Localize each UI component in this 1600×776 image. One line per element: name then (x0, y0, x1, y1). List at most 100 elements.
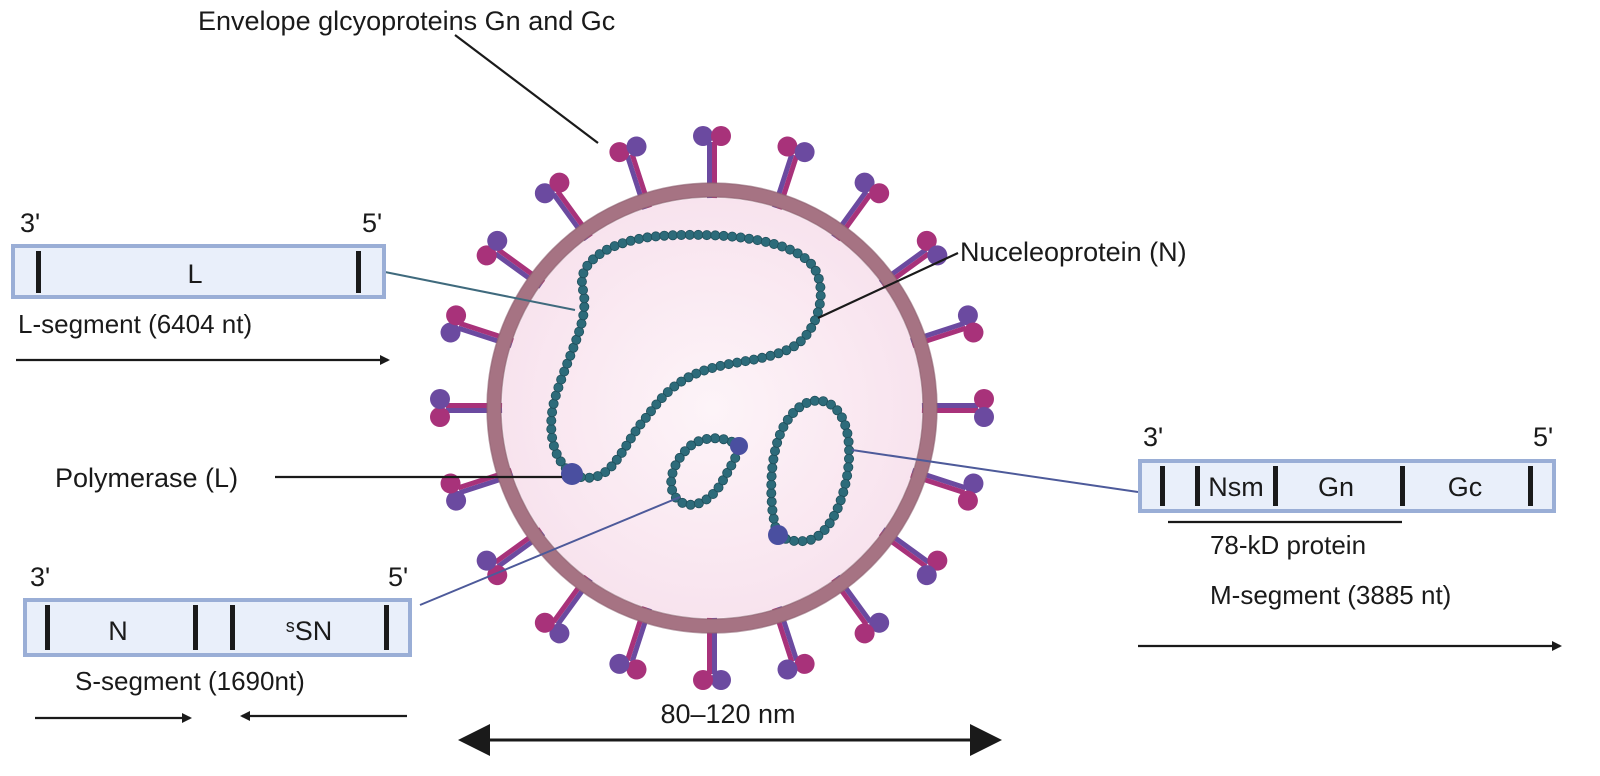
l-segment-box (11, 244, 386, 299)
spike-head (609, 142, 630, 163)
rnp-bead-s (710, 433, 721, 444)
glycoprotein-spike (430, 389, 504, 427)
rnp-bead-l (715, 360, 726, 371)
spike-head (430, 407, 450, 427)
spike-head (916, 565, 937, 586)
rnp-bead-l (815, 282, 826, 293)
size-scale: 80–120 nm (458, 699, 1002, 756)
rnp-bead-l (578, 310, 589, 321)
l-segment-mark-5prime (356, 251, 361, 293)
s-segment: 3' 5' N sSN S-segment (1690nt) (23, 562, 412, 723)
rnp-bead-m (840, 420, 851, 431)
rnp-bead-l (625, 235, 636, 246)
rnp-bead-l (799, 253, 810, 264)
spike-head (963, 322, 984, 343)
spike-head (440, 322, 461, 343)
rnp-bead-l (646, 406, 657, 417)
size-scale-right-head (970, 724, 1002, 756)
rnp-bead-m (788, 407, 799, 418)
spike-stalk-gc (920, 408, 978, 413)
nucleoprotein-leader-line (817, 252, 959, 319)
rnp-bead-l (667, 230, 678, 241)
rnp-bead-l (806, 322, 817, 333)
rnp-bead-s (708, 488, 719, 499)
spike-head (974, 389, 994, 409)
rnp-bead-l (592, 471, 603, 482)
m-segment-mark-4 (1400, 466, 1405, 506)
l-segment-mark-3prime (36, 251, 41, 293)
rnp-bead-l (801, 329, 812, 340)
rnp-bead-s (677, 497, 688, 508)
m-segment-box (1138, 459, 1556, 513)
spike-head (957, 490, 978, 511)
rnp-bead-l (606, 461, 617, 472)
rnp-bead-l (732, 357, 743, 368)
rnp-bead-m (840, 478, 851, 489)
rnp-bead-l (656, 393, 667, 404)
rnp-bead-l (588, 254, 599, 265)
rnp-bead-l (735, 232, 746, 243)
spike-head (609, 653, 630, 674)
m-segment-connector (851, 449, 1139, 493)
rnp-bead-l (727, 231, 738, 242)
rnp-bead-l (806, 258, 817, 269)
rnp-bead-l (547, 407, 558, 418)
rnp-bead-s (674, 452, 685, 463)
rnp-bead-l (676, 229, 687, 240)
s-segment-box (23, 598, 412, 657)
m-segment: 3' 5' Nsm Gn Gc 78-kD protein M-segment … (1138, 422, 1562, 651)
rnp-bead-l (546, 415, 557, 426)
rnp-bead-m (832, 405, 843, 416)
rnp-bead-m (809, 395, 820, 406)
polymerase-m-strand (768, 525, 788, 545)
spike-head (626, 659, 647, 680)
spike-head (869, 612, 890, 633)
rnp-bead-l (760, 236, 771, 247)
rnp-bead-l (765, 350, 776, 361)
rnp-bead-s (718, 434, 729, 445)
rnp-bead-m (826, 399, 837, 410)
rnp-bead-l (669, 381, 680, 392)
spike-head (534, 183, 555, 204)
m-segment-gn-label: Gn (1318, 472, 1354, 502)
spike-head (854, 623, 875, 644)
rnp-bead-l (723, 359, 734, 370)
spike-head (693, 670, 713, 690)
rnp-bead-l (640, 412, 651, 423)
rnp-bead-m (829, 510, 840, 521)
rnp-bead-m (766, 496, 777, 507)
rnp-bead-l (710, 230, 721, 241)
virion-interior (502, 198, 922, 618)
rnp-bead-m (797, 536, 808, 547)
rnp-bead-s (701, 433, 712, 444)
spike-head (549, 172, 570, 193)
spike-head (711, 126, 731, 146)
s-segment-mark-2 (193, 605, 198, 650)
m-segment-protein-label: 78-kD protein (1210, 530, 1366, 560)
spike-head (430, 389, 450, 409)
rnp-bead-m (819, 525, 830, 536)
rnp-bead-m (767, 462, 778, 473)
spike-stalk-gn (446, 408, 504, 413)
spike-head (440, 473, 461, 494)
m-segment-mark-5 (1528, 466, 1533, 506)
rnp-bead-m (843, 436, 854, 447)
spike-head (476, 550, 497, 571)
polymerase-label: Polymerase (L) (55, 463, 238, 493)
spike-head (794, 142, 815, 163)
rnp-bead-l (693, 229, 704, 240)
rnp-bead-l (579, 293, 590, 304)
s-segment-nss-sup: s (286, 616, 295, 636)
rnp-bead-l (757, 352, 768, 363)
spike-head (963, 473, 984, 494)
l-segment-gene-label: L (187, 259, 202, 289)
m-segment-mark-2 (1195, 466, 1200, 506)
l-segment-caption: L-segment (6404 nt) (18, 309, 252, 339)
spike-head (777, 136, 798, 157)
rnp-bead-m (794, 402, 805, 413)
rnp-bead-l (594, 249, 605, 260)
spike-head (534, 612, 555, 633)
rnp-bead-l (584, 472, 595, 483)
rnp-bead-l (650, 231, 661, 242)
spike-head (916, 230, 937, 251)
